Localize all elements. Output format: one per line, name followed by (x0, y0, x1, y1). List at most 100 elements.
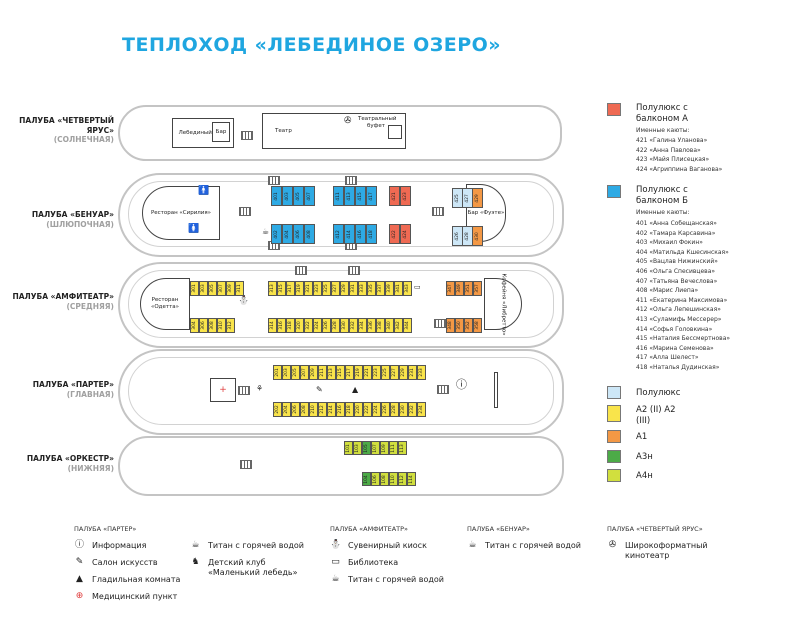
cabin-214[interactable]: 214 (327, 402, 336, 417)
cabin-219[interactable]: 219 (354, 365, 363, 380)
cabin-109[interactable]: 109 (380, 441, 389, 455)
cabin-335[interactable]: 335 (367, 281, 376, 296)
cabin-404[interactable]: 404 (282, 224, 293, 244)
cabin-304[interactable]: 304 (190, 318, 199, 333)
cabin-211[interactable]: 211 (318, 365, 327, 380)
cabin-352[interactable]: 352 (464, 318, 473, 333)
cabin-327[interactable]: 327 (331, 281, 340, 296)
cabin-317[interactable]: 317 (286, 281, 295, 296)
cabin-423[interactable]: 423 (400, 186, 411, 206)
cabin-321[interactable]: 321 (304, 281, 313, 296)
cabin-310[interactable]: 310 (217, 318, 226, 333)
cabin-429[interactable]: 429 (472, 188, 483, 208)
cabin-215[interactable]: 215 (336, 365, 345, 380)
cabin-221[interactable]: 221 (363, 365, 372, 380)
cabin-319[interactable]: 319 (295, 281, 304, 296)
cabin-405[interactable]: 405 (293, 186, 304, 206)
cabin-225[interactable]: 225 (381, 365, 390, 380)
cabin-314[interactable]: 314 (268, 318, 277, 333)
cabin-414[interactable]: 414 (344, 224, 355, 244)
cabin-311[interactable]: 311 (235, 281, 244, 296)
cabin-331[interactable]: 331 (349, 281, 358, 296)
cabin-408[interactable]: 408 (304, 224, 315, 244)
cabin-203[interactable]: 203 (282, 365, 291, 380)
cabin-326[interactable]: 326 (322, 318, 331, 333)
cabin-206[interactable]: 206 (291, 402, 300, 417)
cabin-201[interactable]: 201 (273, 365, 282, 380)
cabin-112[interactable]: 112 (398, 472, 407, 486)
cabin-202[interactable]: 202 (273, 402, 282, 417)
cabin-322[interactable]: 322 (304, 318, 313, 333)
cabin-421[interactable]: 421 (389, 186, 400, 206)
cabin-313[interactable]: 313 (268, 281, 277, 296)
cabin-227[interactable]: 227 (390, 365, 399, 380)
cabin-216[interactable]: 216 (336, 402, 345, 417)
cabin-210[interactable]: 210 (309, 402, 318, 417)
cabin-416[interactable]: 416 (355, 224, 366, 244)
cabin-329[interactable]: 329 (340, 281, 349, 296)
cabin-232[interactable]: 232 (408, 402, 417, 417)
cabin-204[interactable]: 204 (282, 402, 291, 417)
cabin-406[interactable]: 406 (293, 224, 304, 244)
cabin-401[interactable]: 401 (271, 186, 282, 206)
cabin-230[interactable]: 230 (399, 402, 408, 417)
cabin-312[interactable]: 312 (226, 318, 235, 333)
cabin-223[interactable]: 223 (372, 365, 381, 380)
cabin-306[interactable]: 306 (199, 318, 208, 333)
cabin-407[interactable]: 407 (304, 186, 315, 206)
cabin-316[interactable]: 316 (277, 318, 286, 333)
cabin-234[interactable]: 234 (417, 402, 426, 417)
cabin-424[interactable]: 424 (400, 224, 411, 244)
cabin-222[interactable]: 222 (363, 402, 372, 417)
cabin-349[interactable]: 349 (455, 281, 464, 296)
cabin-307[interactable]: 307 (217, 281, 226, 296)
cabin-233[interactable]: 233 (417, 365, 426, 380)
cabin-351[interactable]: 351 (464, 281, 473, 296)
cabin-430[interactable]: 430 (472, 226, 483, 246)
cabin-339[interactable]: 339 (385, 281, 394, 296)
cabin-340[interactable]: 340 (385, 318, 394, 333)
cabin-332[interactable]: 332 (349, 318, 358, 333)
cabin-415[interactable]: 415 (355, 186, 366, 206)
cabin-347[interactable]: 347 (446, 281, 455, 296)
room-restaurant-sirilia[interactable]: Ресторан «Сирилия» (142, 186, 220, 240)
cabin-315[interactable]: 315 (277, 281, 286, 296)
cabin-309[interactable]: 309 (226, 281, 235, 296)
cabin-328[interactable]: 328 (331, 318, 340, 333)
cabin-101[interactable]: 101 (344, 441, 353, 455)
medical-room[interactable]: + (210, 378, 236, 402)
cabin-330[interactable]: 330 (340, 318, 349, 333)
cabin-357[interactable]: 357 (473, 281, 482, 296)
cabin-220[interactable]: 220 (354, 402, 363, 417)
cabin-325[interactable]: 325 (322, 281, 331, 296)
cabin-418[interactable]: 418 (366, 224, 377, 244)
cabin-412[interactable]: 412 (333, 224, 344, 244)
cabin-342[interactable]: 342 (394, 318, 403, 333)
cabin-422[interactable]: 422 (389, 224, 400, 244)
cabin-305[interactable]: 305 (208, 281, 217, 296)
cabin-218[interactable]: 218 (345, 402, 354, 417)
cabin-348[interactable]: 348 (446, 318, 455, 333)
cabin-341[interactable]: 341 (394, 281, 403, 296)
cabin-205[interactable]: 205 (291, 365, 300, 380)
cabin-334[interactable]: 334 (358, 318, 367, 333)
room-restaurant-odetta[interactable]: Ресторан «Одетта» (140, 278, 190, 330)
cabin-301[interactable]: 301 (190, 281, 199, 296)
cabin-108[interactable]: 108 (380, 472, 389, 486)
cabin-411[interactable]: 411 (333, 186, 344, 206)
cabin-106[interactable]: 106 (371, 472, 380, 486)
cabin-107[interactable]: 107 (371, 441, 380, 455)
cabin-113[interactable]: 113 (398, 441, 407, 455)
cabin-320[interactable]: 320 (295, 318, 304, 333)
cabin-358[interactable]: 358 (473, 318, 482, 333)
cabin-207[interactable]: 207 (300, 365, 309, 380)
cabin-338[interactable]: 338 (376, 318, 385, 333)
room-theatre[interactable]: Театр (262, 113, 406, 149)
cabin-413[interactable]: 413 (344, 186, 355, 206)
cabin-403[interactable]: 403 (282, 186, 293, 206)
cabin-217[interactable]: 217 (345, 365, 354, 380)
room-bar[interactable]: Бар (212, 122, 230, 142)
cabin-208[interactable]: 208 (300, 402, 309, 417)
cabin-114[interactable]: 114 (407, 472, 416, 486)
cabin-226[interactable]: 226 (381, 402, 390, 417)
